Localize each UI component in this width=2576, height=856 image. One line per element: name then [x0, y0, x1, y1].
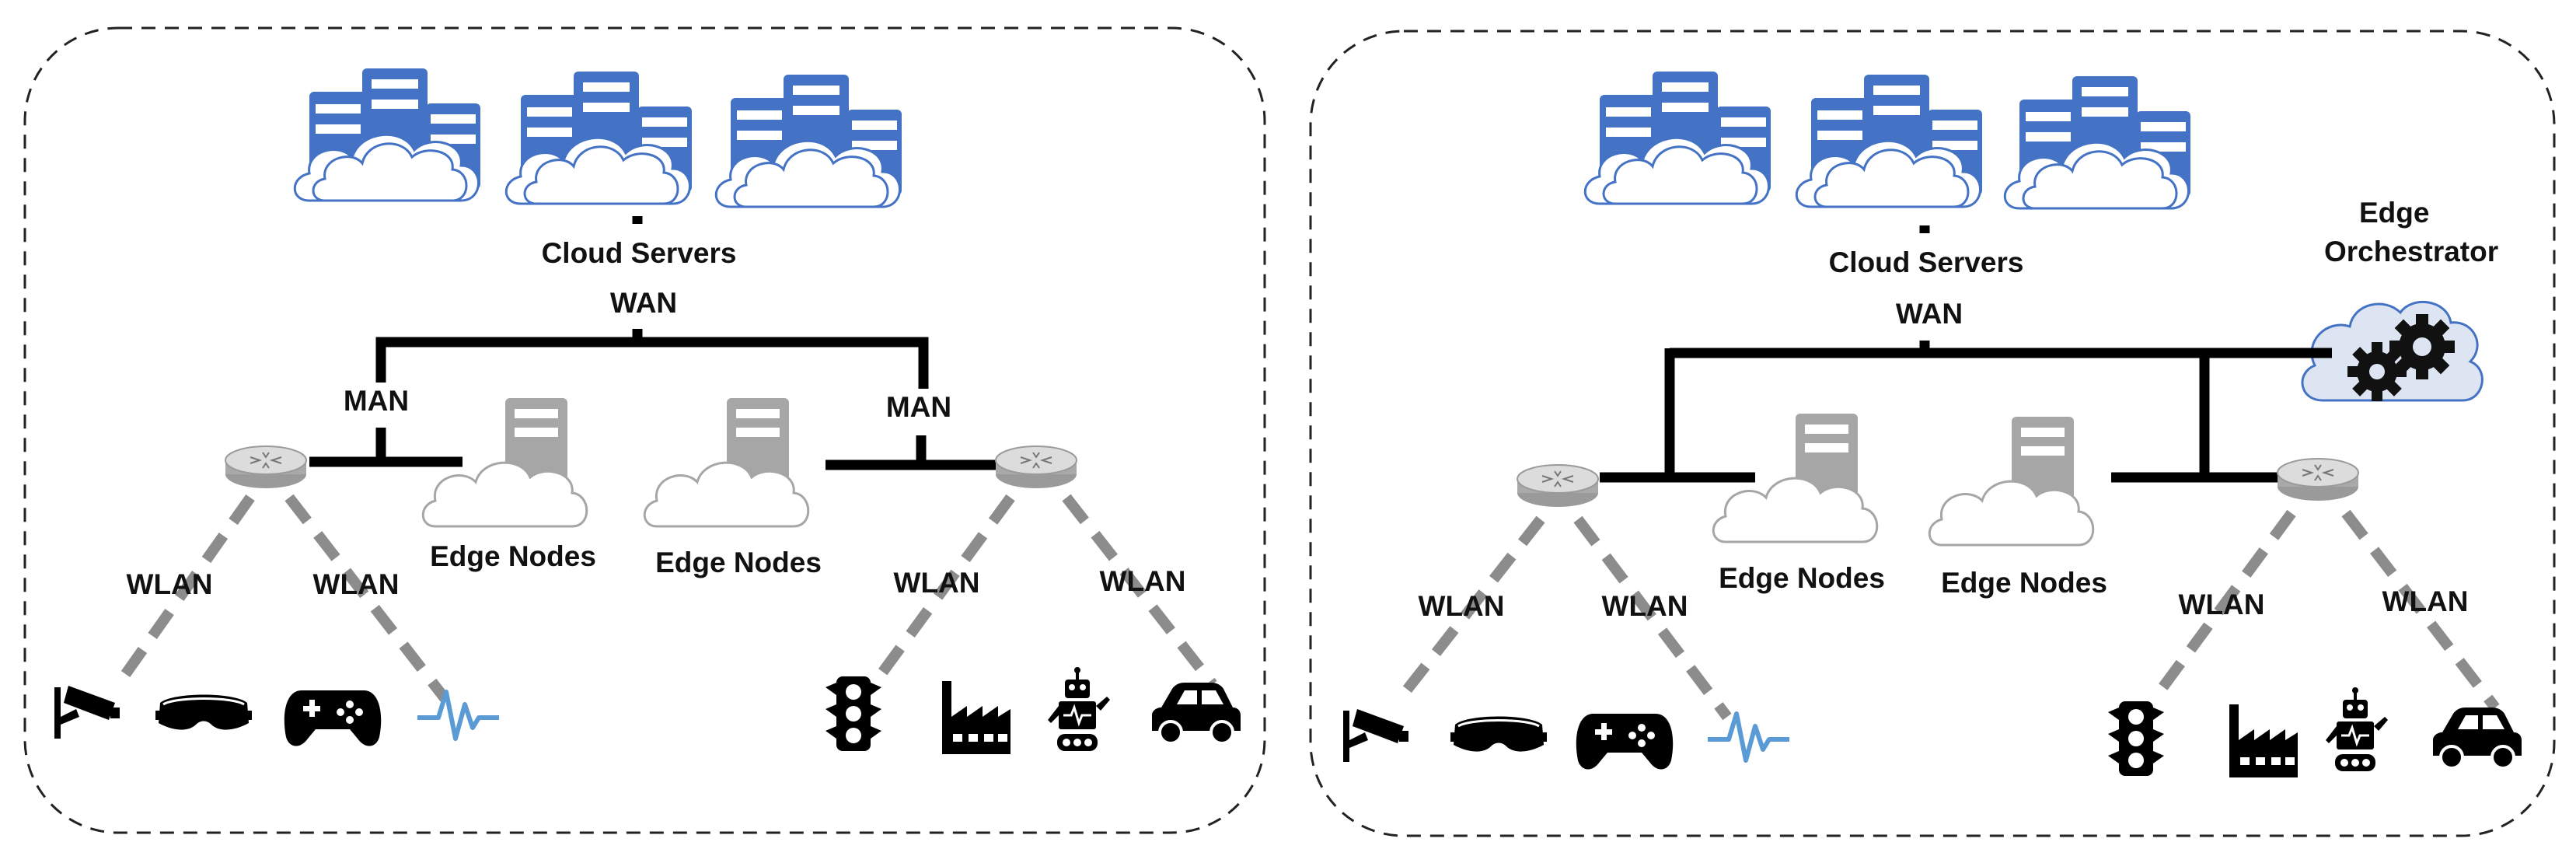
signal-icon — [417, 692, 499, 739]
car-icon — [1150, 681, 1242, 745]
wan-label: WAN — [1896, 298, 1963, 330]
router-icon — [225, 445, 307, 489]
wlan-label: WLAN — [894, 567, 980, 599]
cloud-server-icon — [714, 73, 903, 208]
robot-icon — [2324, 686, 2389, 773]
wlan-label: WLAN — [1419, 590, 1505, 622]
edge-nodes-label-right: Edge Nodes — [655, 547, 822, 578]
camera-icon — [1343, 709, 1408, 762]
wlan-label: WLAN — [2179, 589, 2265, 620]
right-panel: Cloud Servers WAN Edge Orchestrator Edge… — [1309, 30, 2556, 837]
cloud-server-icon — [293, 67, 482, 202]
gamepad-icon — [1576, 714, 1674, 770]
robot-icon — [1046, 666, 1112, 753]
vr-headset-icon — [154, 694, 253, 732]
wlan-label: WLAN — [1602, 590, 1688, 622]
vr-headset-icon — [1449, 715, 1548, 753]
wlan-label: WLAN — [313, 568, 400, 600]
left-panel: Cloud Servers WAN MAN MAN Edge Nodes Edg… — [23, 26, 1266, 834]
factory-icon — [2229, 704, 2298, 777]
cloud-server-icon — [1583, 70, 1772, 205]
router-icon — [995, 445, 1077, 489]
cloud-server-icon — [2003, 75, 2192, 210]
wan-link — [375, 337, 929, 389]
orchestrator-label-line2: Orchestrator — [2324, 236, 2498, 267]
camera-icon — [54, 686, 120, 739]
edge-server-icon — [1928, 415, 2095, 547]
router-icon — [2277, 458, 2359, 501]
factory-icon — [942, 681, 1011, 754]
orchestrator-label-line1: Edge — [2359, 197, 2429, 229]
wlan-link — [1394, 515, 1545, 704]
left-panel-border — [23, 26, 1266, 834]
router-icon — [1517, 464, 1599, 508]
man-label-left: MAN — [344, 385, 409, 417]
cloud-servers-label: Cloud Servers — [542, 237, 737, 269]
wlan-link — [284, 494, 449, 702]
edge-nodes-label-left: Edge Nodes — [1719, 562, 1885, 594]
gamepad-icon — [284, 690, 382, 746]
cloud-servers-label: Cloud Servers — [1829, 246, 2024, 278]
edge-nodes-label-left: Edge Nodes — [430, 540, 596, 572]
man-label-right: MAN — [886, 391, 951, 423]
wan-label: WAN — [610, 287, 677, 319]
wlan-label: WLAN — [1100, 565, 1186, 597]
wlan-link — [1062, 494, 1217, 688]
wlan-link — [1573, 515, 1732, 721]
car-icon — [2431, 706, 2523, 770]
edge-nodes-label-right: Edge Nodes — [1941, 567, 2107, 599]
wlan-link — [2155, 509, 2296, 696]
wlan-label: WLAN — [2382, 585, 2469, 617]
cloud-server-icon — [1795, 73, 1984, 208]
wlan-label: WLAN — [127, 568, 213, 600]
traffic-light-icon — [826, 676, 881, 751]
right-panel-border — [1309, 30, 2556, 837]
wlan-link — [874, 494, 1015, 682]
wlan-link — [118, 494, 255, 682]
edge-server-icon — [643, 397, 810, 528]
cloud-server-icon — [504, 70, 693, 205]
wlan-link — [2341, 509, 2500, 711]
signal-icon — [1708, 714, 1789, 760]
traffic-light-icon — [2108, 701, 2164, 776]
